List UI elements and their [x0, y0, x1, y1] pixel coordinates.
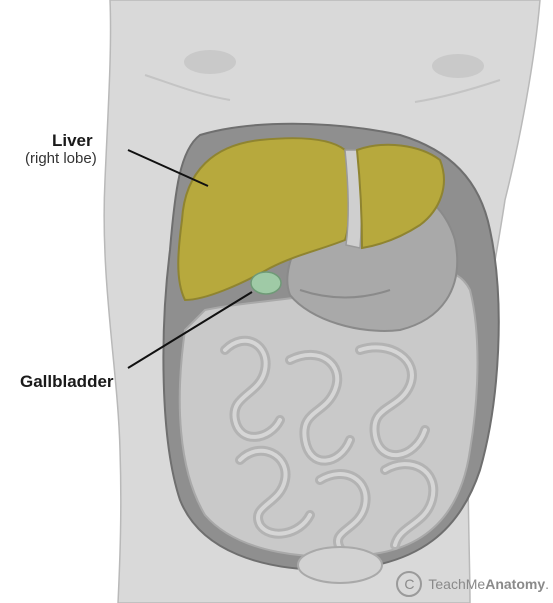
- liver-label: Liver: [52, 131, 93, 151]
- chest-mark-left: [184, 50, 236, 74]
- brand-regular: TeachMe: [428, 576, 485, 592]
- brand-suffix: .: [545, 576, 549, 592]
- bladder: [298, 547, 382, 583]
- liver-sublabel: (right lobe): [25, 150, 97, 167]
- gallbladder-organ: [251, 272, 281, 294]
- gallbladder-label: Gallbladder: [20, 372, 114, 392]
- brand-bold: Anatomy: [485, 576, 545, 592]
- chest-mark-right: [432, 54, 484, 78]
- copyright-icon: C: [396, 571, 422, 597]
